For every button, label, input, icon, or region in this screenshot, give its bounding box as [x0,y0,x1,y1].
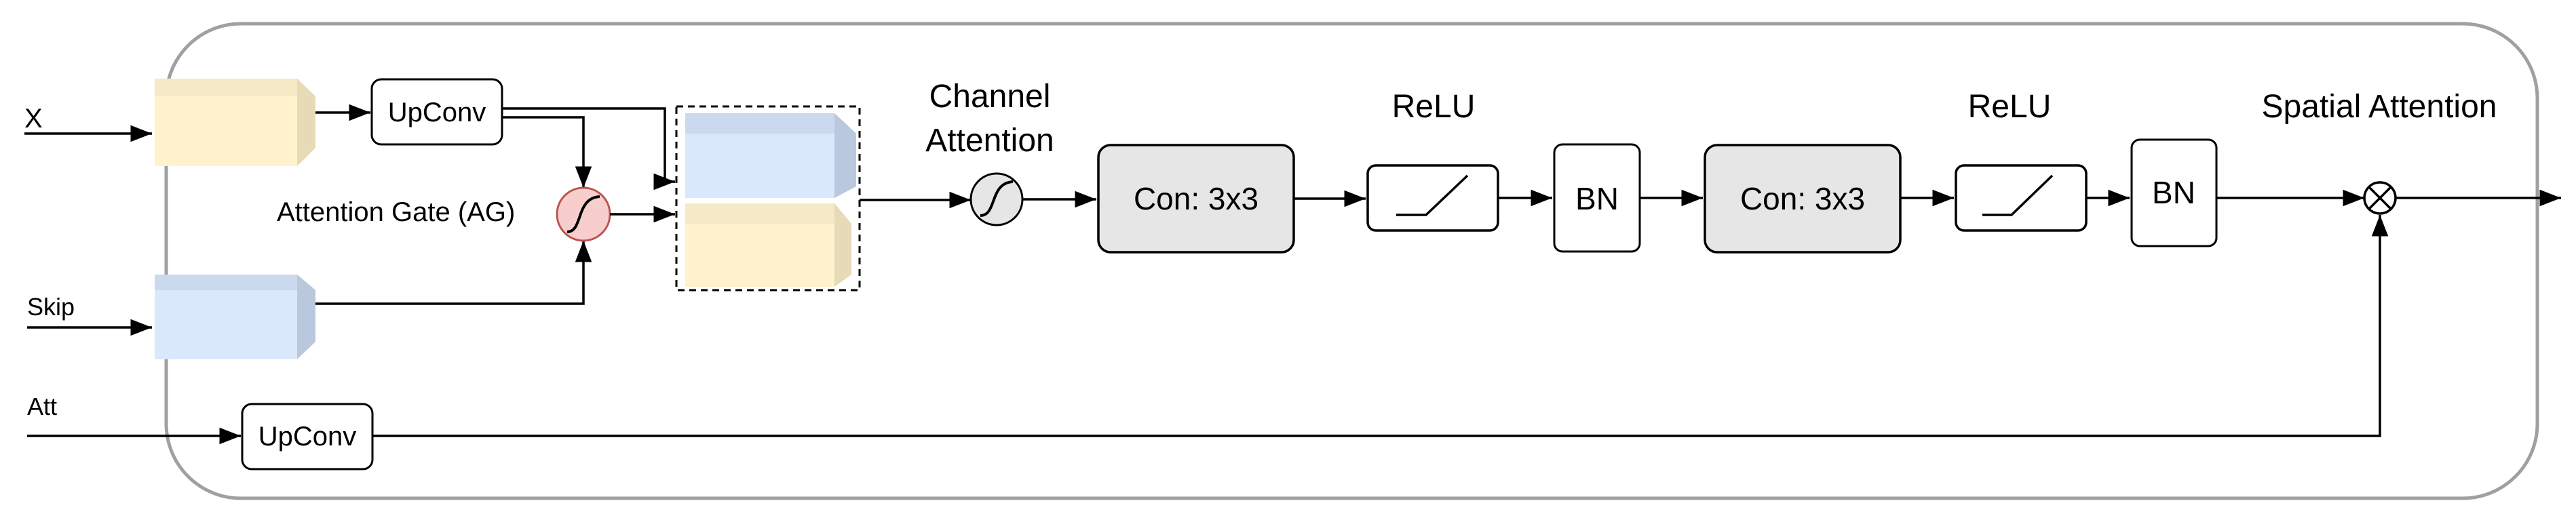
attention-gate-sigmoid-icon [556,186,611,242]
relu1-curve-icon [1396,174,1469,216]
skip-to-gate-arrow [315,241,592,305]
upconv-top-box [370,78,503,146]
conv2-label: Con: 3x3 [1740,181,1865,216]
skip-feature-cuboid [155,275,315,359]
input-att-label: Att [27,393,57,420]
upconv-to-gate-arrow [502,116,592,188]
channel-attention-label: Channel [929,79,1051,115]
cuboid-top-face [685,203,851,224]
cuboid-front-face [155,96,297,166]
spatial-attention-label: Spatial Attention [2262,89,2497,125]
cuboid-top-face [155,275,315,290]
relu1-title: ReLU [1392,89,1476,125]
relu2-title: ReLU [1968,89,2052,125]
bn1-label: BN [1575,181,1619,216]
att-to-spatial-attention-arrow [372,215,2389,437]
bn2-label: BN [2152,175,2195,210]
upconv-to-concat-arrow [502,107,675,190]
cuboid-top-face [685,113,856,134]
conv1-label: Con: 3x3 [1134,181,1258,216]
upconv-top-label: UpConv [388,98,486,127]
spatial-attention-multiply-icon [2363,181,2397,215]
cuboid-side-face [297,79,315,166]
attention-gate-label: Attention Gate (AG) [277,197,515,227]
bn2-box [2130,138,2218,247]
cuboid-front-face [155,290,297,359]
relu2-curve-icon [1982,174,2054,216]
cuboid-side-face [834,113,856,198]
concat-yellow-cuboid [685,203,851,287]
channel-attention-label: Attention [925,123,1054,159]
upconv-bottom-label: UpConv [258,422,357,451]
relu1-box [1366,164,1499,232]
relu2-box [1955,164,2088,232]
channel-attention-sigmoid-icon [969,172,1024,226]
input-x-label: X [24,104,43,134]
cuboid-side-face [834,203,851,287]
input-skip-label: Skip [27,293,75,321]
cuboid-top-face [155,79,315,96]
cuboid-side-face [297,275,315,359]
concat-blue-cuboid [685,113,856,198]
cuboid-front-face [685,224,834,287]
outer-frame [164,22,2539,500]
x-feature-cuboid [155,79,315,166]
cuboid-front-face [685,134,834,198]
